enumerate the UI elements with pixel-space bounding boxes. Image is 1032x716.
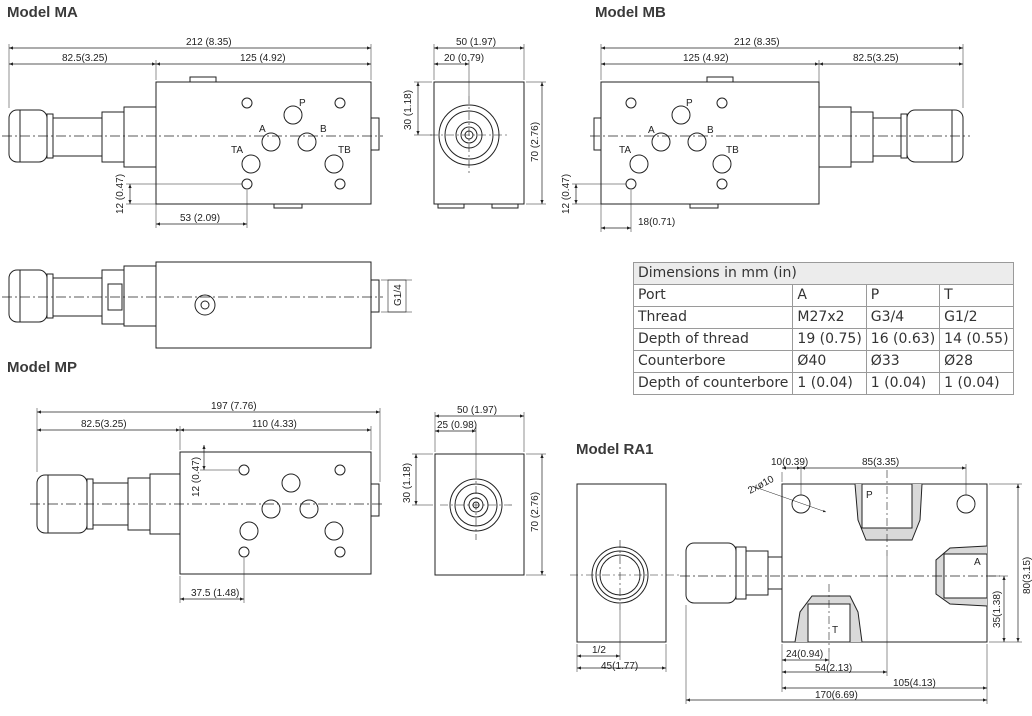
mb-label-p: P	[686, 98, 693, 109]
mb-label-b: B	[707, 125, 714, 136]
model-mp-title: Model MP	[7, 359, 77, 376]
mp-dim-hole-x: 37.5 (1.48)	[191, 588, 239, 599]
table-cell: M27x2	[792, 306, 867, 329]
ra1-dim-45: 45(1.77)	[601, 661, 638, 672]
ma-dim-total: 212 (8.35)	[186, 37, 232, 48]
mb-dim-total: 212 (8.35)	[734, 37, 780, 48]
ma-side-w: 50 (1.97)	[456, 37, 496, 48]
ma-port-ta	[241, 154, 261, 174]
table-cell: Ø40	[792, 350, 867, 373]
table-row: Counterbore Ø40 Ø33 Ø28	[632, 350, 1014, 373]
table-header-cell: P	[865, 284, 941, 307]
ma-port-p	[283, 105, 303, 125]
table-cell: 1 (0.04)	[792, 372, 867, 395]
mp-front-view	[30, 451, 384, 575]
mp-dim-hole-h: 12 (0.47)	[191, 457, 202, 497]
table-cell: 16 (0.63)	[865, 328, 941, 351]
model-ra1-title: Model RA1	[576, 441, 654, 458]
ra1-dim-35: 35(1.38)	[992, 591, 1003, 628]
ra1-label-a: A	[974, 557, 981, 568]
ra1-side-view	[570, 483, 680, 643]
ra1-dim-10: 10(0.39)	[771, 457, 808, 468]
table-header-cell: A	[792, 284, 867, 307]
table-cell: Depth of thread	[632, 328, 794, 351]
table-header-cell: T	[939, 284, 1014, 307]
ra1-dim-170: 170(6.69)	[815, 690, 858, 701]
dimensions-table: Dimensions in mm (in) Port A P T Thread …	[632, 262, 1014, 395]
ma-label-b: B	[320, 124, 327, 135]
mb-dim-hole-x: 18(0.71)	[638, 217, 675, 228]
mp-side-h2: 70 (2.76)	[530, 492, 541, 532]
mb-dim-hole-h: 12 (0.47)	[561, 174, 572, 214]
table-row: Depth of thread 19 (0.75) 16 (0.63) 14 (…	[632, 328, 1014, 351]
table-caption: Dimensions in mm (in)	[633, 262, 1014, 285]
mb-label-a: A	[648, 125, 655, 136]
ma-port-a	[261, 132, 281, 152]
mb-label-ta: TA	[619, 145, 631, 156]
ra1-dim-85: 85(3.35)	[862, 457, 899, 468]
ra1-dim-54: 54(2.13)	[815, 663, 852, 674]
table-cell: G1/2	[939, 306, 1014, 329]
mp-dim-total: 197 (7.76)	[211, 401, 257, 412]
ma-gauge: G1/4	[393, 284, 404, 306]
mp-side-w: 50 (1.97)	[457, 405, 497, 416]
ra1-dim-half: 1/2	[592, 645, 606, 656]
mb-front-view	[590, 76, 970, 209]
ma-dim-hole-h: 12 (0.47)	[115, 174, 126, 214]
table-cell: 19 (0.75)	[792, 328, 867, 351]
ma-side-h1: 30 (1.18)	[403, 90, 414, 130]
table-cell: Thread	[632, 306, 794, 329]
mp-side-off: 25 (0.98)	[437, 420, 477, 431]
table-cell: 1 (0.04)	[939, 372, 1014, 395]
ma-port-b	[297, 132, 317, 152]
mp-dim-knob: 82.5(3.25)	[81, 419, 127, 430]
ma-label-a: A	[259, 124, 266, 135]
table-header-cell: Port	[632, 284, 794, 307]
ma-port-tb	[324, 154, 344, 174]
ma-label-p: P	[299, 98, 306, 109]
ma-label-tb: TB	[338, 145, 351, 156]
table-cell: Counterbore	[632, 350, 794, 373]
mp-side-view	[434, 453, 525, 576]
table-cell: Ø33	[865, 350, 941, 373]
table-cell: 14 (0.55)	[939, 328, 1014, 351]
table-cell: Depth of counterbore	[632, 372, 794, 395]
table-header-row: Port A P T	[632, 284, 1014, 307]
model-mb-title: Model MB	[595, 4, 666, 21]
ma-side-view	[430, 81, 525, 209]
ma-front-view	[2, 76, 383, 209]
mb-label-tb: TB	[726, 145, 739, 156]
ma-body	[155, 81, 372, 205]
ma-top-view	[2, 261, 383, 349]
mp-side-h1: 30 (1.18)	[402, 463, 413, 503]
table-cell: Ø28	[939, 350, 1014, 373]
table-cell: 1 (0.04)	[865, 372, 941, 395]
ma-dim-hole-x: 53 (2.09)	[180, 213, 220, 224]
mb-dim-knob: 82.5(3.25)	[853, 53, 899, 64]
table-row: Thread M27x2 G3/4 G1/2	[632, 306, 1014, 329]
table-row: Depth of counterbore 1 (0.04) 1 (0.04) 1…	[632, 372, 1014, 395]
ra1-label-p: P	[866, 490, 873, 501]
ra1-dim-24: 24(0.94)	[786, 649, 823, 660]
ra1-dim-105: 105(4.13)	[893, 678, 936, 689]
ra1-dim-80: 80(3.15)	[1022, 557, 1032, 594]
ra1-front-view	[680, 470, 1000, 652]
ma-dim-body: 125 (4.92)	[240, 53, 286, 64]
mp-dim-body: 110 (4.33)	[252, 419, 297, 430]
mb-dim-body: 125 (4.92)	[683, 53, 729, 64]
table-cell: G3/4	[865, 306, 941, 329]
model-ma-title: Model MA	[7, 4, 78, 21]
ra1-label-t: T	[832, 625, 838, 636]
ma-dim-knob: 82.5(3.25)	[62, 53, 108, 64]
ma-side-h2: 70 (2.76)	[530, 122, 541, 162]
ma-side-off: 20 (0.79)	[444, 53, 484, 64]
ma-label-ta: TA	[231, 145, 243, 156]
